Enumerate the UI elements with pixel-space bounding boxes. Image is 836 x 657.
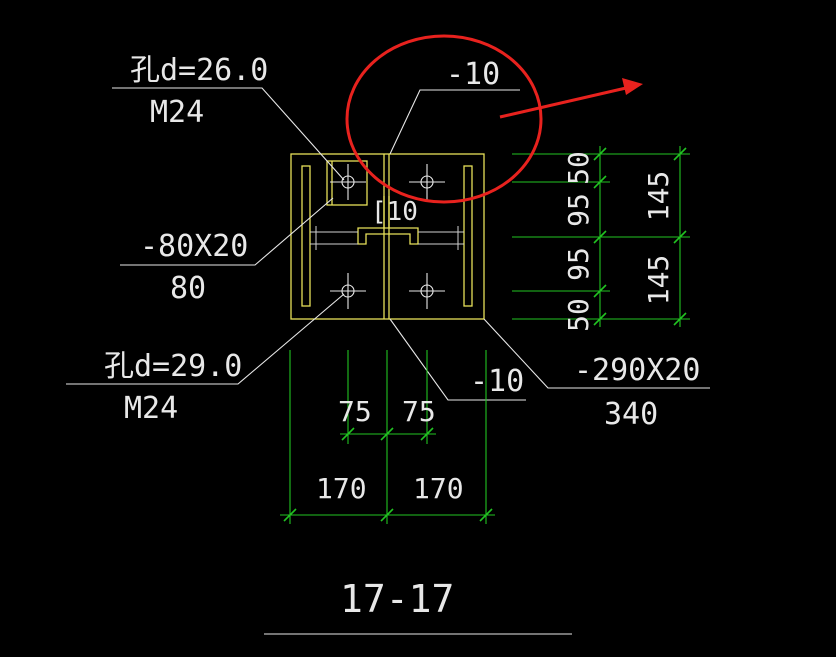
leader-bottom-plate xyxy=(389,318,526,401)
dim-right-outer-2: 145 xyxy=(642,255,675,306)
channel-section xyxy=(357,227,419,245)
dim-bottom-inner-1: 75 xyxy=(338,395,372,428)
right-slot xyxy=(463,165,473,307)
left-slot xyxy=(301,165,311,307)
stiffener-band xyxy=(310,226,464,250)
callout-labels: 孔d=26.0 M24 -10 [10 -80X20 80 孔d=29.0 M2… xyxy=(104,53,700,432)
base-plate-outline xyxy=(290,153,485,320)
leader-top-plate xyxy=(389,89,520,155)
top-bolt-label: M24 xyxy=(150,95,204,130)
dim-right-outer-1: 145 xyxy=(642,171,675,222)
markup-arrow-head xyxy=(622,78,643,95)
top-plate-label: -10 xyxy=(446,57,500,92)
base-plate-size-label: -290X20 xyxy=(574,353,700,388)
bolt-hole-top-right xyxy=(409,164,445,200)
top-hole-diameter-label: 孔d=26.0 xyxy=(130,53,268,88)
base-plate-length-label: 340 xyxy=(604,397,658,432)
washer-length-label: 80 xyxy=(170,271,206,306)
bolt-hole-bottom-right xyxy=(409,273,445,309)
leader-washer xyxy=(120,197,334,266)
section-title: 17-17 xyxy=(340,577,454,621)
washer-plate xyxy=(326,160,368,206)
leader-bottom-hole xyxy=(66,293,345,385)
bottom-plate-label: -10 xyxy=(470,364,524,399)
markup-circle xyxy=(345,34,543,204)
dim-right-inner-3: 95 xyxy=(562,247,595,281)
dimension-labels: 50 95 95 50 145 145 75 75 170 170 xyxy=(316,151,675,505)
channel-label: [10 xyxy=(371,197,418,227)
dim-bottom-outer-1: 170 xyxy=(316,472,367,505)
leader-lines xyxy=(66,87,710,635)
leader-base-plate xyxy=(483,318,710,389)
base-plate xyxy=(290,153,485,320)
bolt-hole-top-left xyxy=(330,164,366,200)
markup-annotation xyxy=(345,34,643,204)
bottom-bolt-label: M24 xyxy=(124,391,178,426)
dimension-lines xyxy=(280,146,690,524)
bolt-hole-bottom-left xyxy=(330,273,366,309)
washer-size-label: -80X20 xyxy=(140,229,248,264)
dim-bottom-outer-2: 170 xyxy=(413,472,464,505)
markup-arrow-line xyxy=(499,86,627,119)
dim-bottom-inner-2: 75 xyxy=(402,395,436,428)
bolt-holes xyxy=(330,164,445,309)
leader-top-hole xyxy=(112,87,345,181)
dim-right-inner-4: 50 xyxy=(562,298,595,332)
bottom-hole-diameter-label: 孔d=29.0 xyxy=(104,349,242,384)
dim-right-inner-1: 50 xyxy=(562,151,595,185)
dim-right-inner-2: 95 xyxy=(562,193,595,227)
